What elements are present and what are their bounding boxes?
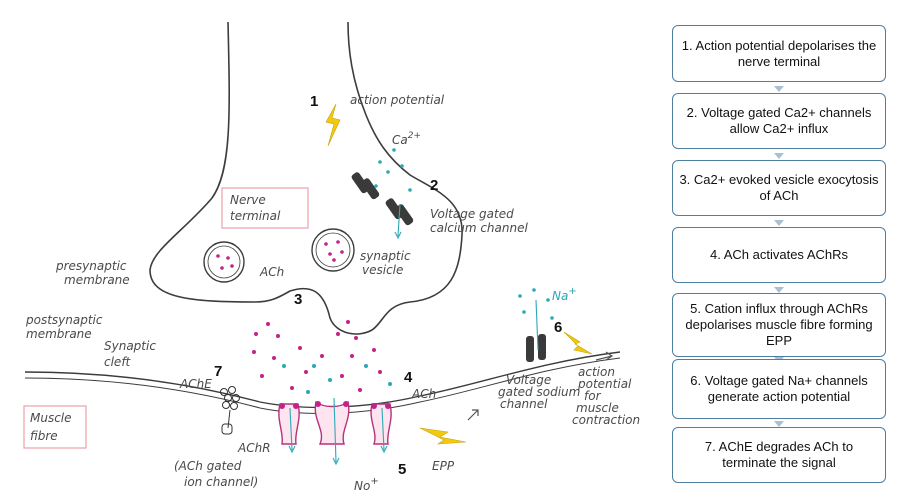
label-voltage-gated-calcium: Voltage gated xyxy=(430,207,514,221)
label-ach-vesicle: ACh xyxy=(259,265,284,279)
label-nerve-terminal: Nerve xyxy=(230,193,266,207)
nerve-terminal-box xyxy=(221,187,309,229)
ach-bound xyxy=(279,401,391,409)
label-voltage-gated-sodium: Voltage xyxy=(506,373,551,387)
step-number-3: 3 xyxy=(294,291,302,308)
label-synaptic-cleft: cleft xyxy=(104,355,132,369)
ion-arrows xyxy=(288,203,539,466)
step-number-4: 4 xyxy=(404,369,413,386)
label-voltage-gated-sodium: channel xyxy=(500,397,548,411)
label-achr-note: ion channel) xyxy=(184,475,258,489)
synaptic-vesicle xyxy=(203,241,245,283)
step-box-1: 1. Action potential depolarises the nerv… xyxy=(672,25,886,82)
label-synaptic-vesicle: vesicle xyxy=(362,263,403,277)
step-number-7: 7 xyxy=(214,363,222,380)
lightning-icon xyxy=(419,427,467,445)
step-number-1: 1 xyxy=(310,93,318,110)
label-synaptic-cleft: Synaptic xyxy=(104,339,156,353)
label-muscle-fibre: fibre xyxy=(30,429,58,443)
label-ap-muscle: muscle xyxy=(576,401,619,415)
step-box-6: 6. Voltage gated Na+ channels generate a… xyxy=(672,359,886,419)
down-arrow-icon xyxy=(774,220,784,226)
achr-receptor xyxy=(278,400,392,445)
label-presynaptic: membrane xyxy=(64,273,130,287)
label-ach-receptor: ACh xyxy=(411,387,436,401)
label-postsynaptic: membrane xyxy=(26,327,92,341)
label-epp: EPP xyxy=(432,459,455,473)
label-nerve-terminal: terminal xyxy=(230,209,281,223)
arrow-icon xyxy=(467,409,479,421)
label-voltage-gated-calcium: calcium channel xyxy=(430,221,528,235)
label-ap-muscle: potential xyxy=(577,377,632,391)
down-arrow-icon xyxy=(774,421,784,427)
label-no: No+ xyxy=(354,476,379,493)
synaptic-vesicle xyxy=(311,228,355,272)
label-achr-note: (ACh gated xyxy=(174,459,242,473)
label-voltage-gated-sodium: gated sodium xyxy=(498,385,580,399)
muscle-fibre-box xyxy=(23,405,87,449)
label-presynaptic: presynaptic xyxy=(55,259,127,273)
step-number-2: 2 xyxy=(430,177,438,194)
step-box-5: 5. Cation influx through AChRs depolaris… xyxy=(672,293,886,357)
step-number-6: 6 xyxy=(554,319,562,336)
sodium-channel xyxy=(526,334,546,362)
down-arrow-icon xyxy=(774,287,784,293)
label-muscle-fibre: Muscle xyxy=(30,411,72,425)
presynaptic-membrane xyxy=(149,21,463,335)
lightning-icon xyxy=(325,103,341,147)
calcium-channel xyxy=(351,172,414,226)
step-box-2: 2. Voltage gated Ca2+ channels allow Ca2… xyxy=(672,93,886,149)
ache-enzyme xyxy=(220,386,240,435)
down-arrow-icon xyxy=(774,86,784,92)
down-arrow-icon xyxy=(774,153,784,159)
step-box-7: 7. AChE degrades ACh to terminate the si… xyxy=(672,427,886,483)
label-ap-muscle: action xyxy=(578,365,615,379)
ion-molecules xyxy=(282,148,554,394)
label-action-potential: action potential xyxy=(350,93,445,107)
label-ache: AChE xyxy=(179,377,212,391)
nmj-drawing: action potential Ca2+ Nerve terminal Vol… xyxy=(23,21,640,493)
label-ap-muscle: contraction xyxy=(572,413,640,427)
label-achr: AChR xyxy=(237,441,271,455)
label-calcium: Ca2+ xyxy=(392,131,421,147)
step-number-5: 5 xyxy=(398,461,406,478)
ach-molecules xyxy=(252,320,382,392)
label-synaptic-vesicle: synaptic xyxy=(360,249,411,263)
label-ap-muscle: for xyxy=(584,389,602,403)
lightning-icon xyxy=(563,331,593,355)
label-postsynaptic: postsynaptic xyxy=(25,313,103,327)
arrow-icon xyxy=(595,351,614,361)
label-sodium: Na+ xyxy=(552,286,577,303)
step-box-3: 3. Ca2+ evoked vesicle exocytosis of ACh xyxy=(672,160,886,216)
step-box-4: 4. ACh activates AChRs xyxy=(672,227,886,283)
